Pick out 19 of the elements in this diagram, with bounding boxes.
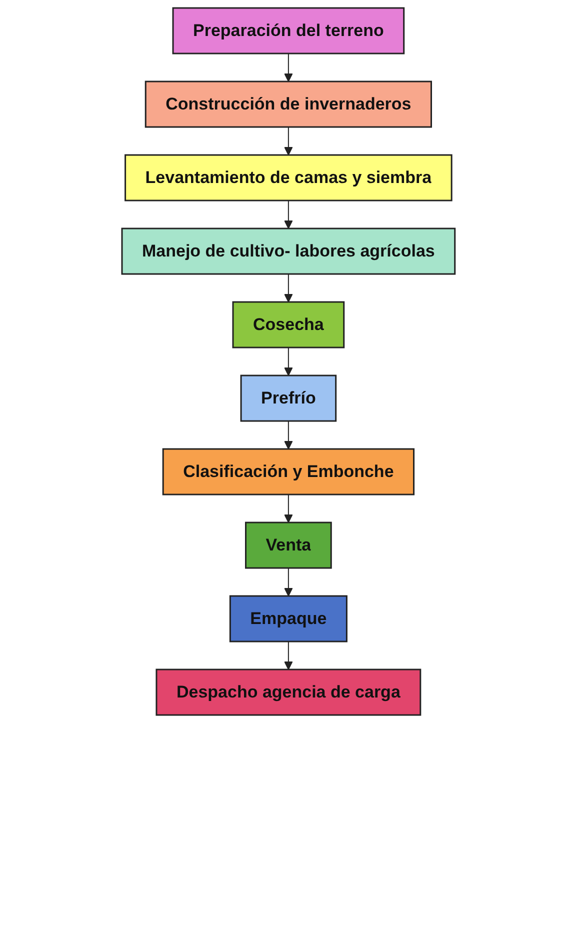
arrow [284, 126, 292, 156]
node-box: Levantamiento de camas y siembra [124, 154, 452, 202]
node-box: Venta [244, 522, 332, 569]
arrow [284, 568, 292, 596]
node-box: Despacho agencia de carga [155, 668, 421, 716]
node-box: Clasificación y Embonche [162, 448, 414, 496]
node-box: Empaque [228, 595, 348, 642]
node-box: Cosecha [232, 301, 344, 348]
arrow [284, 641, 292, 670]
arrow [284, 420, 292, 450]
node-box: Manejo de cultivo- labores agrícolas [120, 228, 456, 275]
arrow [284, 274, 292, 302]
node-box: Construcción de invernaderos [144, 80, 432, 128]
arrow [284, 53, 292, 82]
arrow [284, 200, 292, 229]
node-box: Preparación del terreno [172, 7, 404, 54]
arrow [284, 494, 292, 523]
arrow [284, 347, 292, 376]
node-box: Prefrío [240, 374, 336, 422]
